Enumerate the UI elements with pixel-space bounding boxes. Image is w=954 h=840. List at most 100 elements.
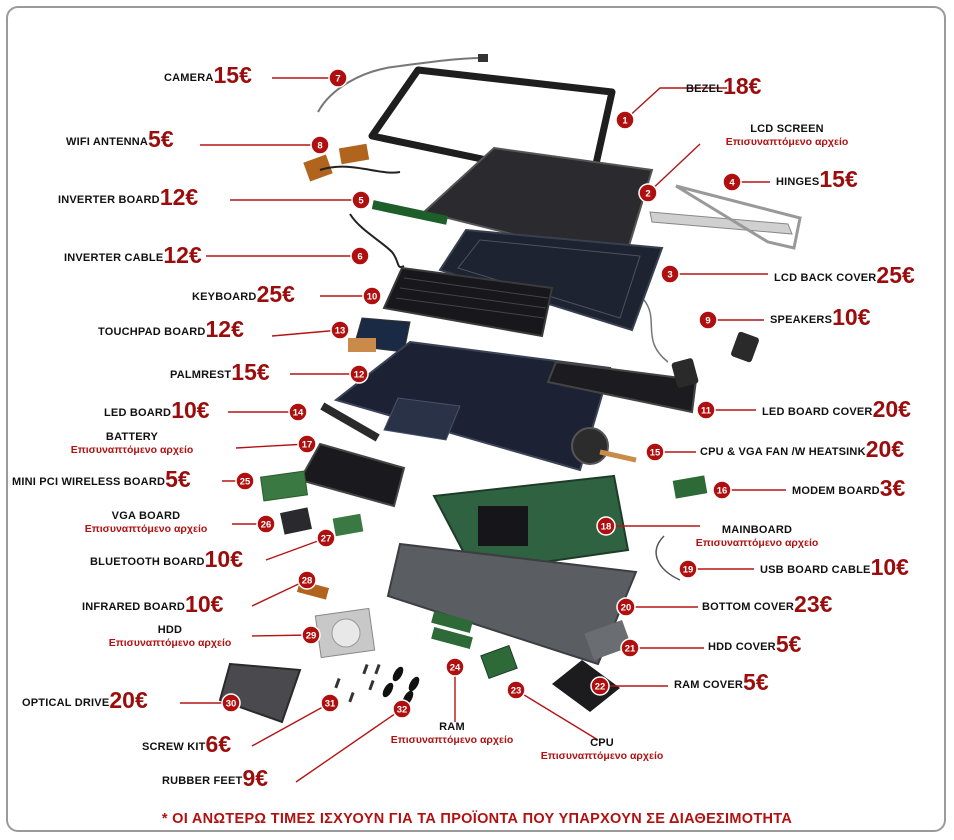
marker-circle xyxy=(445,657,465,677)
marker-23: 23 xyxy=(506,680,526,700)
inverter-cable-part xyxy=(349,213,405,268)
marker-circle xyxy=(615,110,635,130)
marker-number: 16 xyxy=(717,486,728,497)
leader-line-31 xyxy=(251,702,331,747)
part-label-12: PALMREST15€ xyxy=(170,361,270,384)
part-label-27: BLUETOOTH BOARD10€ xyxy=(90,548,243,571)
palmrest-part xyxy=(333,340,612,472)
marker-18: 18 xyxy=(596,516,616,536)
marker-number: 18 xyxy=(601,522,612,533)
part-name: MODEM BOARD xyxy=(792,485,880,497)
part-name: LED BOARD xyxy=(104,407,172,419)
marker-20: 20 xyxy=(616,597,636,617)
camera-part xyxy=(317,57,483,113)
marker-number: 11 xyxy=(701,406,712,417)
usb-board-cable-part xyxy=(655,535,681,581)
part-label-6: INVERTER CABLE12€ xyxy=(64,244,202,267)
part-price: 6€ xyxy=(205,731,232,757)
marker-circle xyxy=(221,693,241,713)
part-name: USB BOARD CABLE xyxy=(760,564,871,576)
marker-circle xyxy=(256,514,276,534)
vga-board-part xyxy=(280,507,312,535)
part-note: Επισυναπτόμενο αρχείο xyxy=(695,537,819,549)
part-label-9: SPEAKERS10€ xyxy=(770,306,871,329)
marker-21: 21 xyxy=(620,638,640,658)
marker-1: 1 xyxy=(615,110,635,130)
part-label-10: KEYBOARD25€ xyxy=(192,283,295,306)
part-price: 5€ xyxy=(743,669,769,695)
part-name: KEYBOARD xyxy=(192,291,257,303)
camera-module xyxy=(478,54,488,62)
part-name: BOTTOM COVER xyxy=(702,601,795,613)
marker-number: 30 xyxy=(226,699,237,710)
part-label-22: RAM COVER5€ xyxy=(674,671,769,694)
marker-number: 15 xyxy=(650,448,661,459)
part-name: LCD BACK COVER xyxy=(774,272,877,284)
part-name: HINGES xyxy=(776,176,820,188)
part-price: 15€ xyxy=(819,166,858,192)
led-board-part xyxy=(320,402,380,442)
marker-number: 20 xyxy=(621,603,632,614)
marker-number: 9 xyxy=(705,316,710,327)
marker-17: 17 xyxy=(297,434,317,454)
marker-number: 4 xyxy=(729,178,735,189)
marker-circle xyxy=(392,699,412,719)
optical-drive-part xyxy=(218,662,302,724)
speakers-part xyxy=(643,299,759,388)
marker-number: 21 xyxy=(625,644,636,655)
part-label-11: LED BOARD COVER20€ xyxy=(762,398,911,421)
number-markers: 1234567891011121314151617181920212223242… xyxy=(221,68,742,719)
part-price: 25€ xyxy=(256,281,295,307)
part-price: 25€ xyxy=(876,262,915,288)
marker-circle xyxy=(310,135,330,155)
wifi-antenna-part xyxy=(303,143,401,182)
mini-pci-wireless-part xyxy=(259,470,309,502)
part-name: BEZEL xyxy=(686,83,724,95)
leader-line-17 xyxy=(235,443,308,449)
part-price: 12€ xyxy=(159,184,199,210)
part-label-28: INFRARED BOARD10€ xyxy=(82,593,223,616)
part-price: 3€ xyxy=(879,475,906,501)
marker-number: 14 xyxy=(293,408,304,419)
part-name: MAINBOARD xyxy=(721,524,793,536)
marker-circle xyxy=(328,68,348,88)
part-name: CPU xyxy=(590,737,614,749)
part-name: PALMREST xyxy=(170,369,232,381)
part-label-25: MINI PCI WIRELESS BOARD5€ xyxy=(12,468,191,491)
marker-14: 14 xyxy=(288,402,308,422)
part-label-3: LCD BACK COVER25€ xyxy=(774,264,915,287)
marker-number: 24 xyxy=(450,663,461,674)
marker-number: 7 xyxy=(335,74,340,85)
part-note: Επισυναπτόμενο αρχείο xyxy=(108,637,232,649)
marker-number: 23 xyxy=(511,686,522,697)
part-name: BATTERY xyxy=(105,431,159,443)
part-price: 10€ xyxy=(171,397,210,423)
availability-footnote: * ΟΙ ΑΝΩΤΕΡΩ ΤΙΜΕΣ ΙΣΧΥΟΥΝ ΓΙΑ ΤΑ ΠΡΟΪΟΝ… xyxy=(161,811,793,827)
part-name: SPEAKERS xyxy=(770,314,833,326)
part-label-5: INVERTER BOARD12€ xyxy=(58,186,198,209)
marker-number: 26 xyxy=(261,520,272,531)
part-label-32: RUBBER FEET9€ xyxy=(162,767,268,790)
leader-line-27 xyxy=(265,537,327,561)
marker-7: 7 xyxy=(328,68,348,88)
part-name: SCREW KIT xyxy=(142,741,206,753)
marker-circle xyxy=(712,480,732,500)
marker-circle xyxy=(638,183,658,203)
marker-number: 5 xyxy=(358,196,364,207)
part-price: 5€ xyxy=(775,631,802,657)
hinges-part xyxy=(649,184,802,250)
marker-32: 32 xyxy=(392,699,412,719)
part-name: HDD COVER xyxy=(708,641,776,653)
marker-15: 15 xyxy=(645,442,665,462)
part-name: BLUETOOTH BOARD xyxy=(90,556,205,568)
marker-circle xyxy=(316,528,336,548)
marker-5: 5 xyxy=(351,190,371,210)
marker-number: 22 xyxy=(595,682,606,693)
leader-line-23 xyxy=(515,689,599,741)
marker-circle xyxy=(506,680,526,700)
marker-24: 24 xyxy=(445,657,465,677)
leader-line-2 xyxy=(647,143,701,194)
bluetooth-board-part xyxy=(332,513,364,537)
